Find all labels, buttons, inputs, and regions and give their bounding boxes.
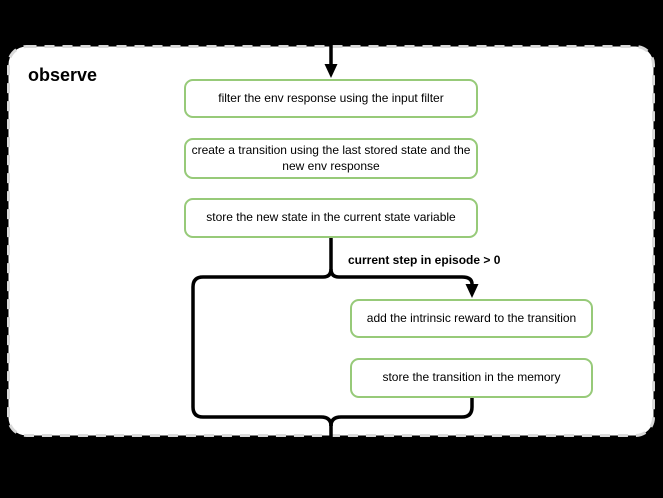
node-create-transition: create a transition using the last store… xyxy=(184,138,478,179)
arrowhead-branch-right xyxy=(465,284,479,298)
edge-branch-right xyxy=(329,268,474,285)
panel-title: observe xyxy=(28,65,98,85)
arrowhead-top-entry xyxy=(324,64,338,78)
node-store-transition: store the transition in the memory xyxy=(350,358,593,398)
edge-condition-label: current step in episode > 0 xyxy=(348,253,501,267)
node-filter-env-response: filter the env response using the input … xyxy=(184,79,478,118)
edge-branch-left xyxy=(191,236,333,427)
node-add-intrinsic-reward: add the intrinsic reward to the transiti… xyxy=(350,299,593,338)
node-store-new-state: store the new state in the current state… xyxy=(184,198,478,238)
edge-merge-right xyxy=(329,396,474,427)
